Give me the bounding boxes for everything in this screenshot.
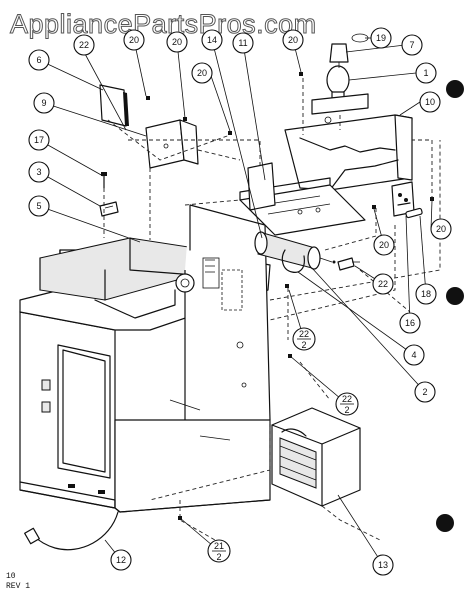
callout-label: 13: [378, 560, 388, 570]
bracket-9: [145, 119, 199, 169]
callout-label: 22: [299, 329, 309, 339]
callout-1: 1: [415, 62, 437, 84]
callout-label: 19: [376, 33, 386, 43]
callout-7: 7: [401, 34, 423, 56]
callout-leaders: [38, 37, 433, 566]
callout-22-top: 22: [73, 34, 95, 56]
callout-20-e: 20: [373, 234, 395, 256]
callout-2: 2: [414, 381, 436, 403]
callout-label: 20: [197, 68, 207, 78]
plate-6: [99, 84, 129, 127]
callout-label: 20: [288, 35, 298, 45]
callout-label: 5: [36, 201, 41, 211]
callout-label: 21: [214, 541, 224, 551]
callout-14: 14: [201, 29, 223, 51]
registration-dot-middle: [446, 287, 464, 305]
callout-19: 19: [370, 27, 392, 49]
callout-sub-label: 2: [344, 405, 349, 415]
callout-16: 16: [399, 312, 421, 334]
callout-label: 18: [421, 289, 431, 299]
callout-20-b: 20: [166, 31, 188, 53]
callout-label: 10: [425, 97, 435, 107]
lamp-bulb-1: [311, 65, 369, 115]
capacitor-clamp-4: [281, 249, 305, 273]
callout-20-c: 20: [282, 29, 304, 51]
callout-label: 11: [238, 38, 247, 48]
callout-label: 6: [36, 55, 41, 65]
page-number: 10: [6, 572, 16, 581]
callout-sub-label: 2: [216, 552, 221, 562]
transformer-13: [271, 407, 361, 507]
lamp-socket-7: [329, 43, 349, 68]
callout-12: 12: [110, 549, 132, 571]
callout-label: 4: [411, 350, 416, 360]
revision-label: REV 1: [6, 582, 30, 591]
control-bracket-10: [284, 114, 413, 191]
alignment-dashed-lines: [103, 78, 441, 541]
callout-21-2: 21 2: [207, 539, 231, 563]
callout-22-2b: 22 2: [335, 392, 359, 416]
callout-label: 17: [34, 135, 44, 145]
callout-label: 22: [79, 40, 89, 50]
callout-20-f: 20: [430, 218, 452, 240]
callout-20-d: 20: [191, 62, 213, 84]
callout-label: 20: [379, 240, 389, 250]
watermark-text: AppliancePartsPros.com: [10, 9, 317, 39]
callout-label: 22: [342, 394, 352, 404]
registration-dot-top: [446, 80, 464, 98]
callout-10: 10: [419, 91, 441, 113]
callout-22-mid: 22: [372, 273, 394, 295]
callout-20-a: 20: [123, 29, 145, 51]
callout-22-2a: 22 2: [292, 327, 316, 351]
callout-3: 3: [28, 161, 50, 183]
callout-17: 17: [28, 129, 50, 151]
callout-label: 3: [36, 167, 41, 177]
callout-sub-label: 2: [301, 340, 306, 350]
bracket-3: [99, 201, 119, 217]
callout-label: 22: [378, 279, 388, 289]
callout-6: 6: [28, 49, 50, 71]
terminal-clip-22: [337, 257, 360, 271]
callout-13: 13: [372, 554, 394, 576]
callout-label: 20: [129, 35, 139, 45]
callout-label: 7: [409, 40, 414, 50]
callout-11: 11: [232, 32, 254, 54]
callout-label: 9: [41, 98, 46, 108]
callout-label: 16: [405, 318, 415, 328]
registration-dot-bottom: [436, 514, 454, 532]
power-cord-12: [24, 511, 119, 551]
callout-18: 18: [415, 283, 437, 305]
floor-screws: [178, 354, 292, 520]
callout-label: 12: [116, 555, 126, 565]
callout-label: 20: [436, 224, 446, 234]
callout-5: 5: [28, 195, 50, 217]
callout-label: 2: [422, 387, 427, 397]
callout-4: 4: [403, 344, 425, 366]
screw-17: [101, 172, 107, 189]
callout-9: 9: [33, 92, 55, 114]
cabinet-outer-case: [19, 204, 271, 513]
fuse-18: [405, 207, 423, 219]
callout-label: 14: [207, 35, 217, 45]
bracket-14: [247, 162, 276, 211]
capacitor-2: [254, 231, 336, 270]
callout-label: 20: [172, 37, 182, 47]
callout-label: 1: [423, 68, 428, 78]
